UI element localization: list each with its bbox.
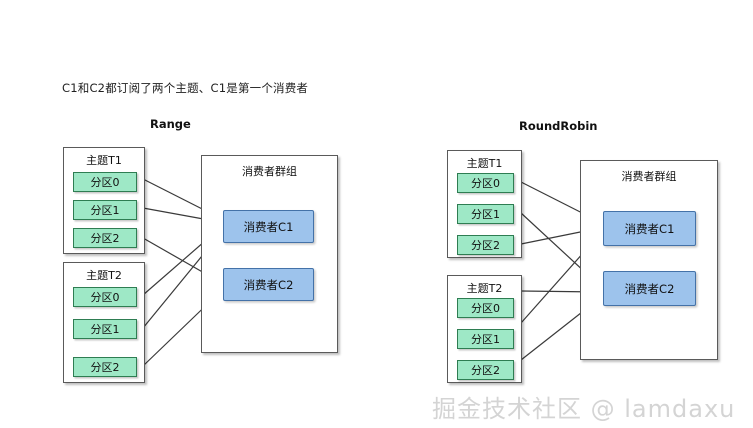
roundrobin-topic-t2-label: 主题T2 [466,282,503,295]
roundrobin-consumer-group-label: 消费者群组 [621,170,677,183]
range-t1-partition-0: 分区0 [73,172,137,192]
roundrobin-consumer-c2: 消费者C2 [603,271,696,306]
roundrobin-topic-t1-label: 主题T1 [466,157,503,170]
roundrobin-topic-t1: 主题T1 分区0 分区1 分区2 [447,150,522,258]
range-consumer-c2: 消费者C2 [223,268,314,301]
roundrobin-t2-partition-0: 分区0 [457,298,514,318]
range-t2-partition-0: 分区0 [73,287,137,307]
range-topic-t2-label: 主题T2 [86,269,122,282]
range-t2-partition-1: 分区1 [73,319,137,339]
watermark: 掘金技术社区 @ lamdaxu [432,395,736,423]
page-caption: C1和C2都订阅了两个主题、C1是第一个消费者 [62,81,309,95]
diagram-title-roundrobin: RoundRobin [519,119,598,133]
range-consumer-c1: 消费者C1 [223,210,314,243]
roundrobin-t2-partition-2: 分区2 [457,360,514,380]
roundrobin-topic-t2: 主题T2 分区0 分区1 分区2 [447,275,522,383]
range-consumer-group-label: 消费者群组 [242,165,297,178]
range-consumer-group: 消费者群组 消费者C1 消费者C2 [201,155,338,353]
roundrobin-t1-partition-0: 分区0 [457,173,514,193]
range-topic-t1-label: 主题T1 [86,154,122,167]
roundrobin-consumer-group: 消费者群组 消费者C1 消费者C2 [580,160,718,360]
diagram-title-range: Range [150,117,191,131]
range-topic-t1: 主题T1 分区0 分区1 分区2 [63,147,145,254]
roundrobin-t1-partition-2: 分区2 [457,235,514,255]
roundrobin-t2-partition-1: 分区1 [457,329,514,349]
roundrobin-t1-partition-1: 分区1 [457,204,514,224]
range-topic-t2: 主题T2 分区0 分区1 分区2 [63,262,145,383]
roundrobin-consumer-c1: 消费者C1 [603,211,696,246]
range-t1-partition-1: 分区1 [73,200,137,220]
range-t1-partition-2: 分区2 [73,228,137,248]
range-t2-partition-2: 分区2 [73,357,137,377]
